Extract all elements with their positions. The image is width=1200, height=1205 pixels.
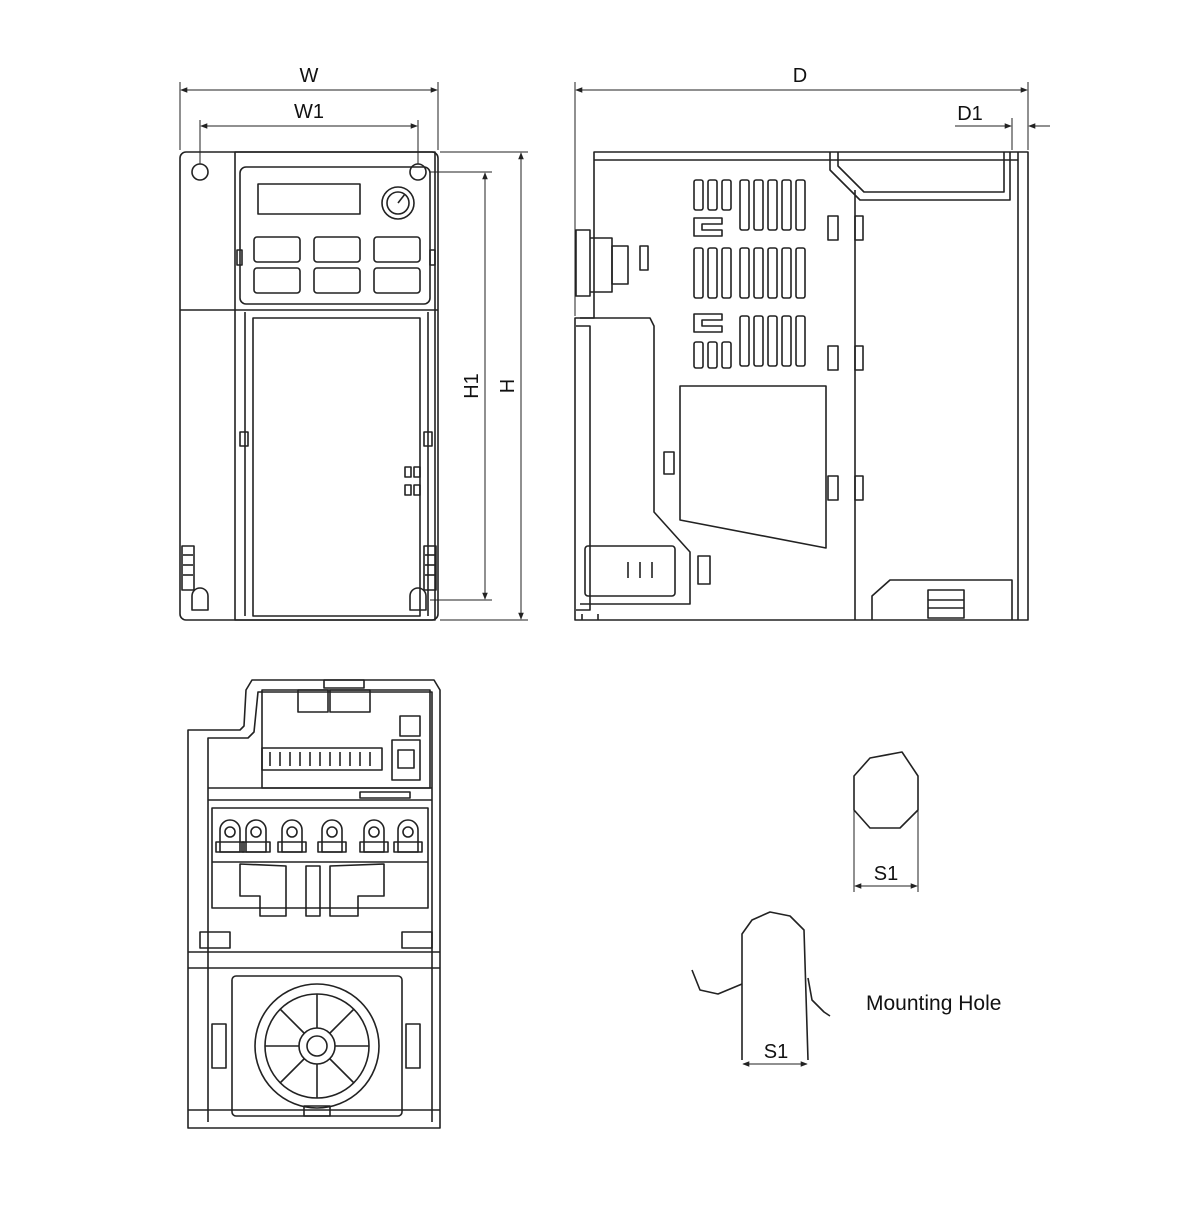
slot-breakline-right — [807, 977, 831, 1017]
vent-slots-middle — [693, 247, 806, 299]
label-h: H — [497, 379, 519, 393]
slot-breakline-left — [691, 969, 743, 995]
terminal-marking — [393, 841, 423, 853]
side-latch — [584, 545, 676, 597]
mounting-hole-detail — [691, 751, 919, 1067]
key — [253, 267, 301, 294]
terminal-marking — [215, 841, 245, 853]
label-d1: D1 — [957, 103, 983, 125]
cover-tab — [413, 466, 421, 478]
front-view — [179, 151, 439, 621]
terminal-marking — [317, 841, 347, 853]
fan-spokes — [265, 994, 369, 1098]
bottom-foot — [871, 579, 1013, 620]
power-terminal — [363, 819, 385, 853]
fan-latch-left — [211, 1023, 227, 1069]
power-terminal — [245, 819, 267, 853]
side-tab — [827, 345, 839, 371]
cover-tab — [404, 484, 412, 496]
power-terminal — [397, 819, 419, 853]
cover-tab — [413, 484, 421, 496]
control-terminal-block — [261, 747, 383, 771]
knob-indicator — [397, 193, 406, 204]
key — [373, 236, 421, 263]
cover-tab — [404, 466, 412, 478]
mounting-hole-round — [853, 751, 919, 829]
key — [373, 267, 421, 294]
side-dimensions — [574, 82, 1050, 316]
key — [313, 267, 361, 294]
side-view — [574, 151, 1029, 621]
power-terminal — [281, 819, 303, 853]
fan-hub — [298, 1027, 336, 1065]
label-s1-round: S1 — [874, 863, 898, 885]
bottom-body-outline — [187, 679, 441, 1129]
vent-slots-lower — [693, 313, 806, 369]
label-mounting-hole: Mounting Hole — [866, 992, 1001, 1015]
keypad-panel — [239, 166, 431, 305]
mounting-hole-top-left — [191, 163, 209, 181]
label-w1: W1 — [294, 101, 324, 123]
label-h1: H1 — [461, 373, 483, 399]
cover-clip-right — [423, 431, 433, 447]
power-terminal — [219, 819, 241, 853]
power-terminal — [321, 819, 343, 853]
fan-latch-right — [405, 1023, 421, 1069]
side-switch — [639, 245, 649, 271]
side-clip — [697, 555, 711, 585]
cover-clip-left — [239, 431, 249, 447]
label-d: D — [793, 65, 807, 87]
terminal-marking — [277, 841, 307, 853]
side-latch-left — [181, 545, 195, 591]
side-tab — [827, 475, 839, 501]
control-board — [261, 689, 431, 789]
mounting-hole-slot — [741, 911, 809, 1061]
side-label-plate — [679, 385, 827, 549]
potentiometer-knob-inner — [386, 191, 410, 215]
front-dimensions — [179, 82, 528, 621]
mounting-slot-bottom-right — [409, 587, 427, 611]
terminal-marking — [359, 841, 389, 853]
keypad-keys — [253, 236, 421, 294]
front-center-column — [234, 151, 436, 621]
terminal-cover — [252, 317, 421, 617]
panel-notch-left — [236, 249, 243, 266]
front-body-outline — [179, 151, 439, 621]
panel-notch-right — [429, 249, 436, 266]
label-s1-slot: S1 — [764, 1041, 788, 1063]
side-latch-right — [423, 545, 437, 591]
key — [313, 236, 361, 263]
fan-tab — [303, 1105, 331, 1117]
label-w: W — [300, 65, 319, 87]
mounting-slot-bottom-left — [191, 587, 209, 611]
potentiometer-knob — [381, 186, 415, 220]
bottom-clip-left — [199, 931, 231, 949]
display-window — [257, 183, 361, 215]
lower-cover-profile — [580, 317, 691, 605]
top-tab — [323, 679, 365, 689]
side-connector — [575, 229, 591, 297]
rj45-port — [391, 739, 421, 781]
bottom-view — [187, 679, 441, 1129]
fan-grille — [254, 983, 380, 1109]
terminal-marking — [241, 841, 271, 853]
power-terminal-block — [211, 807, 429, 917]
top-bracket — [829, 152, 1011, 201]
key — [253, 236, 301, 263]
bottom-clip-right — [401, 931, 433, 949]
vent-slots-upper — [693, 179, 806, 237]
side-tab — [827, 215, 839, 241]
